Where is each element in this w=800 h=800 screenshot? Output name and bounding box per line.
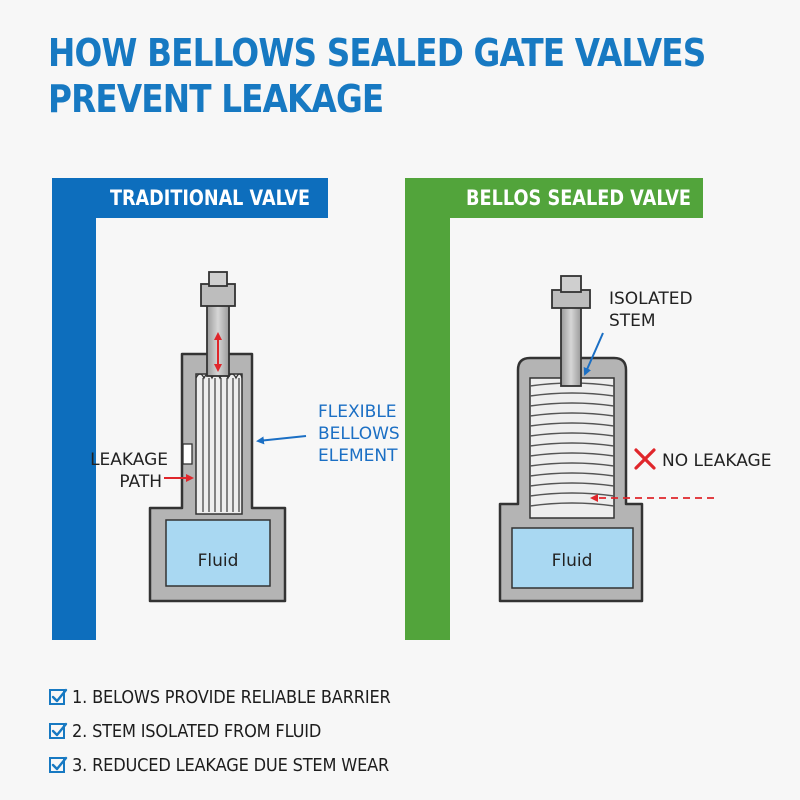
sealed-panel-frame bbox=[405, 178, 703, 640]
traditional-panel-frame bbox=[52, 178, 328, 640]
sealed-bellows-pleats bbox=[529, 382, 615, 507]
leakage-label-line-2: PATH bbox=[119, 472, 162, 492]
title-line-2: PREVENT LEAKAGE bbox=[48, 77, 384, 121]
traditional-bellows-top bbox=[195, 373, 243, 380]
bellows-label-line-1: FLEXIBLE bbox=[318, 402, 397, 422]
red-x-icon bbox=[634, 448, 656, 470]
bellows-sealed-valve-panel: BELLOS SEALED VALVE Fluid ISOLATED bbox=[405, 178, 771, 640]
isolated-stem-label-line-1: ISOLATED bbox=[609, 289, 693, 309]
leakage-label-line-1: LEAKAGE bbox=[90, 450, 168, 470]
isolated-stem-arrow bbox=[583, 332, 604, 376]
bellows-label-line-3: ELEMENT bbox=[318, 446, 398, 466]
traditional-valve-heading: TRADITIONAL VALVE bbox=[110, 186, 310, 210]
sealed-stem-cap bbox=[560, 275, 582, 293]
checklist-item: 2. STEM ISOLATED FROM FLUID bbox=[48, 714, 426, 748]
no-leakage-label: NO LEAKAGE bbox=[662, 451, 771, 471]
checklist-item-text: 1. BELOWS PROVIDE RELIABLE BARRIER bbox=[72, 686, 391, 708]
checklist-item-text: 2. STEM ISOLATED FROM FLUID bbox=[72, 720, 322, 742]
checklist-item-text: 3. REDUCED LEAKAGE DUE STEM WEAR bbox=[72, 754, 390, 776]
sealed-valve-heading: BELLOS SEALED VALVE bbox=[466, 186, 691, 210]
sealed-fluid-label: Fluid bbox=[552, 551, 593, 571]
bellows-label-line-2: BELLOWS bbox=[318, 424, 400, 444]
sealed-stem bbox=[560, 301, 582, 387]
checkbox-checked-icon bbox=[49, 756, 68, 773]
traditional-stem-nut bbox=[200, 283, 236, 307]
checklist-item: 1. BELOWS PROVIDE RELIABLE BARRIER bbox=[48, 680, 426, 714]
title-line-1: HOW BELLOWS SEALED GATE VALVES bbox=[48, 31, 706, 75]
traditional-bellows-pleats bbox=[202, 378, 240, 512]
sealed-fluid-chamber bbox=[511, 527, 634, 589]
bellows-callout-arrow bbox=[256, 435, 307, 445]
traditional-fluid-chamber bbox=[165, 519, 271, 587]
isolated-stem-label-line-2: STEM bbox=[609, 311, 656, 331]
checkbox-checked-icon bbox=[49, 688, 68, 705]
traditional-stem-cap bbox=[208, 271, 228, 287]
checklist-item: 3. REDUCED LEAKAGE DUE STEM WEAR bbox=[48, 748, 426, 782]
traditional-valve-panel: TRADITIONAL VALVE Fluid LEAKAGE PATH bbox=[52, 178, 400, 640]
benefits-checklist: 1. BELOWS PROVIDE RELIABLE BARRIER 2. ST… bbox=[48, 680, 426, 782]
sealed-bellows-element bbox=[529, 377, 615, 519]
checkbox-checked-icon bbox=[49, 722, 68, 739]
traditional-fluid-label: Fluid bbox=[198, 551, 239, 571]
page-title: HOW BELLOWS SEALED GATE VALVES PREVENT L… bbox=[48, 30, 706, 122]
leakage-slot bbox=[182, 443, 193, 465]
